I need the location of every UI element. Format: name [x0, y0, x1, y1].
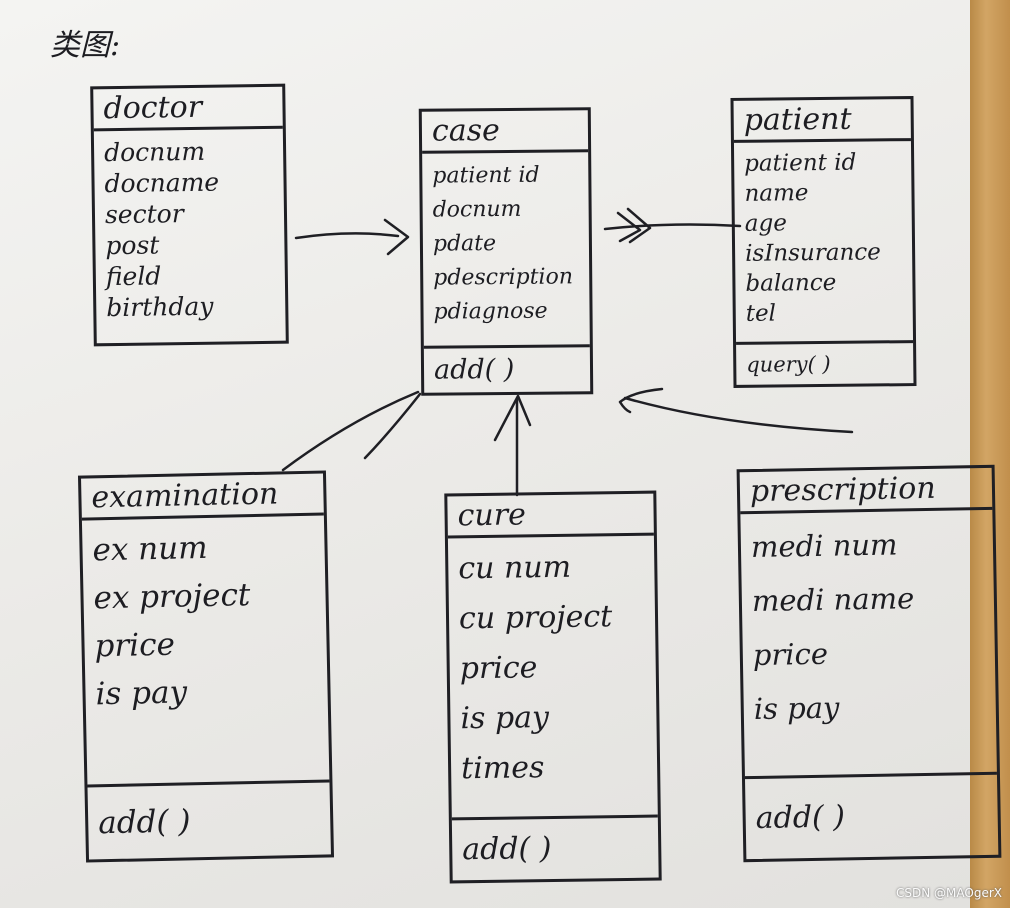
watermark: CSDN @MAOgerX	[896, 886, 1002, 900]
arrow-cure-to-case	[493, 394, 532, 497]
arrow-patient-to-case	[603, 207, 742, 244]
wooden-table-edge	[970, 0, 1010, 908]
arrow-prescription-to-case	[618, 387, 854, 434]
arrow-doctor-to-case	[294, 218, 410, 256]
diagram-heading: 类图:	[50, 28, 121, 63]
arrow-examination-to-case	[281, 390, 422, 472]
